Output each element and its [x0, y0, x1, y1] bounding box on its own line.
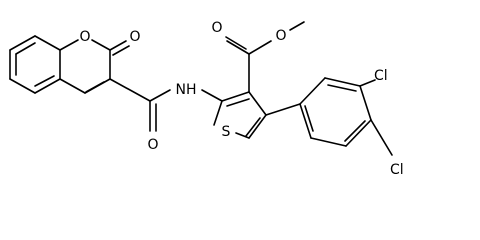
atom-label-chlorine-meta: Cl [390, 162, 404, 178]
amide-linker [109, 78, 223, 132]
atom-label-thiophene-sulfur: S [222, 124, 231, 140]
atom-label-chlorine-para: Cl [374, 68, 388, 84]
atom-labels: O O NH O O O S Cl Cl [79, 20, 403, 178]
dichlorophenyl-ring [265, 77, 393, 156]
chemical-structure-diagram: O O NH O O O S Cl Cl [9, 20, 404, 178]
atom-label-ester-ether-oxygen: O [275, 28, 286, 44]
atom-label-coumarin-carbonyl-oxygen: O [129, 29, 140, 45]
methyl-ester-group [225, 21, 305, 93]
atom-label-amide-oxygen: O [147, 137, 158, 153]
coumarin-benzo-ring [9, 35, 61, 94]
coumarin-pyranone-ring [59, 39, 130, 94]
thiophene-ring [213, 91, 267, 139]
atom-label-amide-nitrogen: NH [176, 82, 197, 98]
atom-label-ester-carbonyl-oxygen: O [211, 20, 222, 36]
atom-label-coumarin-ring-oxygen: O [79, 29, 90, 45]
